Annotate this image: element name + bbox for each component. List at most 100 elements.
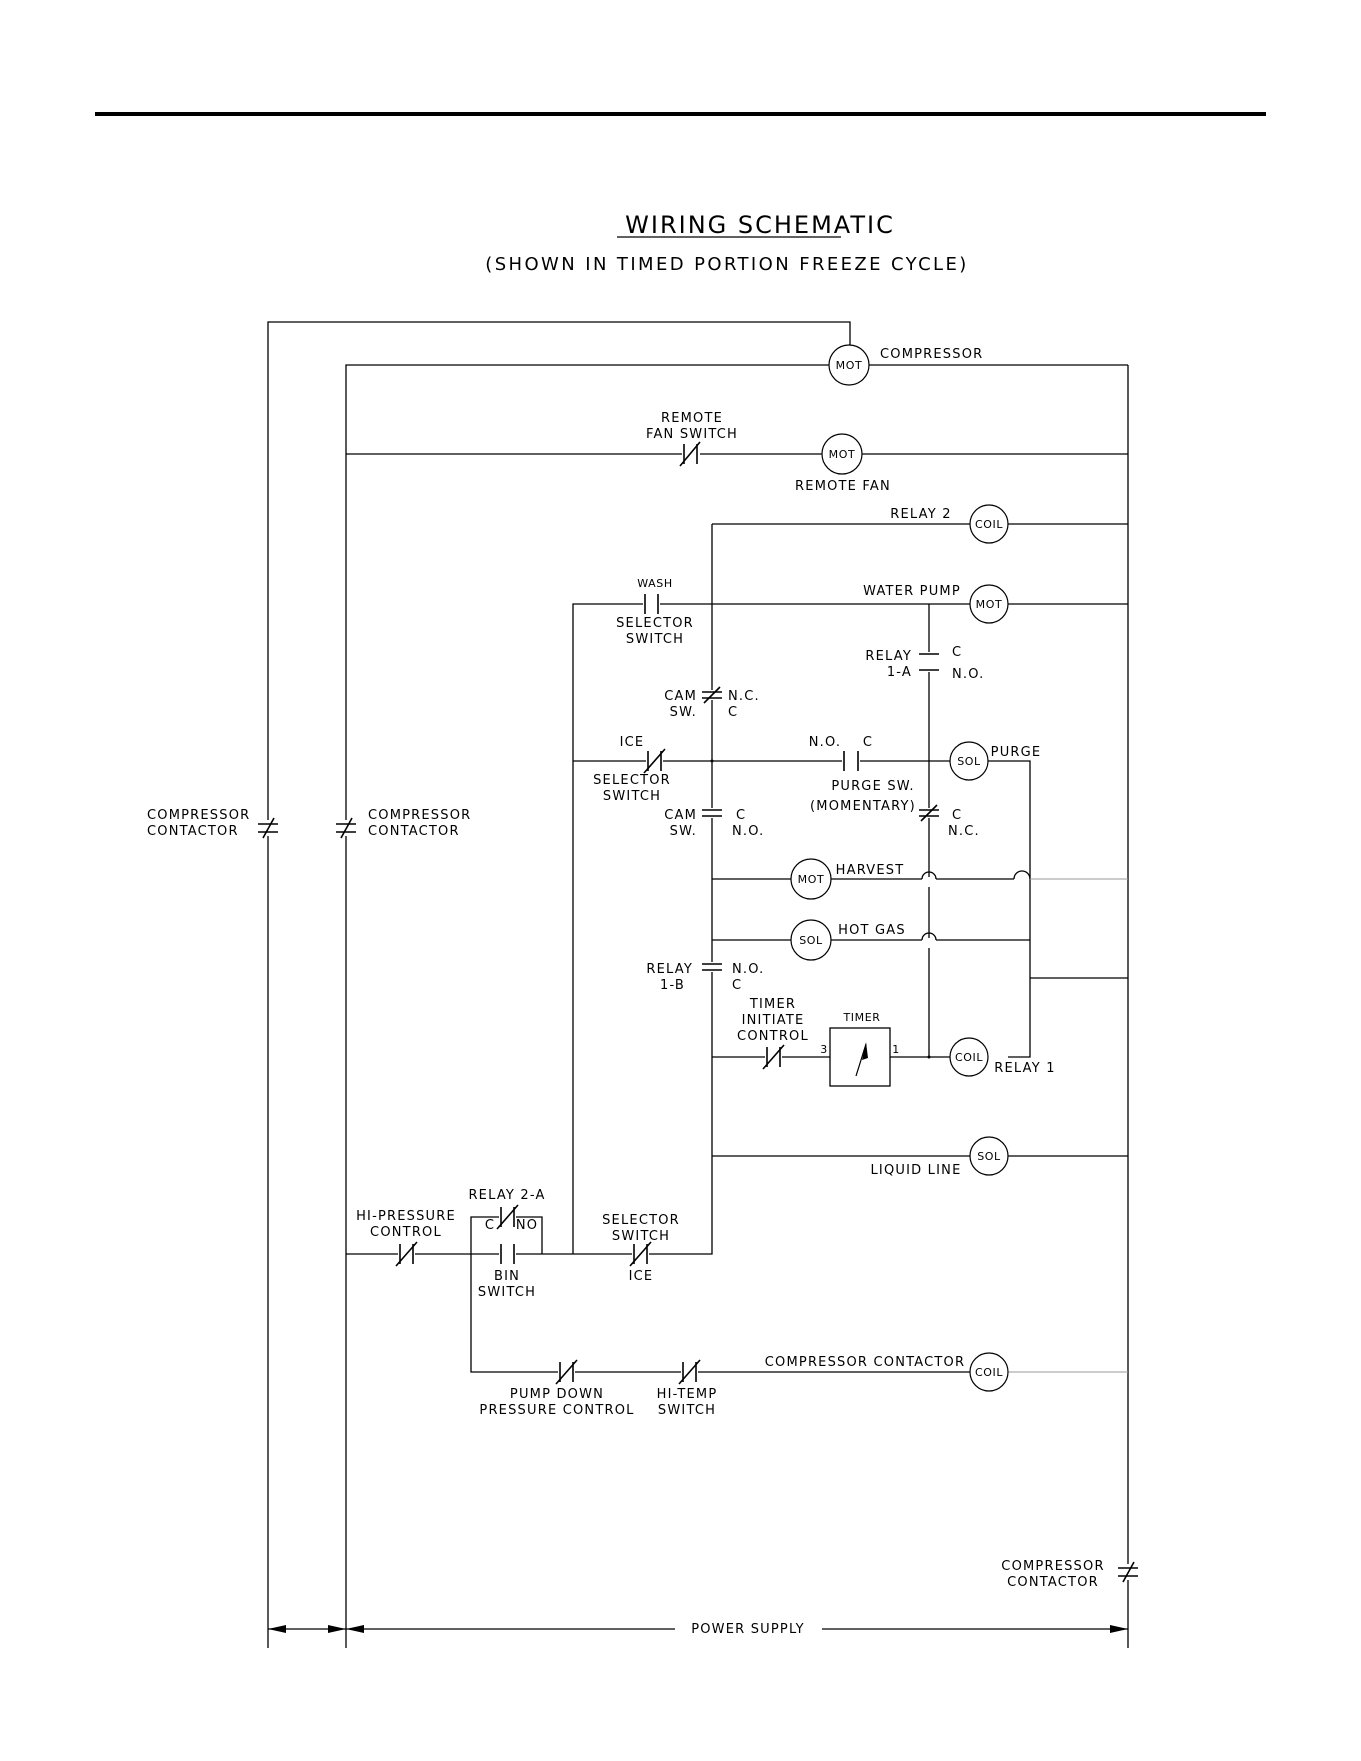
remote-fan-motor: MOT <box>821 433 863 475</box>
purge-label: PURGE <box>991 745 1042 760</box>
compressor-contactor-mid-label-2: CONTACTOR <box>368 824 460 839</box>
timer-initiate-label-3: CONTROL <box>737 1029 809 1044</box>
wash-selector-label-2: SWITCH <box>626 632 684 647</box>
ice-selector-bottom-ice: ICE <box>629 1269 654 1284</box>
compressor-contactor-left-label-1: COMPRESSOR <box>147 808 250 823</box>
relay-1a-name-1: RELAY <box>865 649 912 664</box>
compressor-contactor-mid-label-1: COMPRESSOR <box>368 808 471 823</box>
labels: COMPRESSOR REMOTE FAN RELAY 2 WATER PUMP… <box>147 347 1104 1590</box>
relay1-label: RELAY 1 <box>994 1061 1055 1076</box>
svg-text:COIL: COIL <box>955 1051 983 1064</box>
cam-sw-2-term-2: N.O. <box>732 824 765 839</box>
cam-sw-1-term-1: N.C. <box>728 689 760 704</box>
remote-fan-switch-label-1: REMOTE <box>661 411 723 426</box>
timer-terminal-in: 3 <box>820 1043 828 1056</box>
svg-text:MOT: MOT <box>976 598 1003 611</box>
purge-switch-contact <box>843 751 859 771</box>
compressor-contactor-mid-contact <box>336 817 356 839</box>
hi-pressure-contact <box>395 1241 418 1267</box>
pump-down-label-1: PUMP DOWN <box>510 1387 604 1402</box>
timer-initiate-label-2: INITIATE <box>742 1013 805 1028</box>
ice-selector-bottom-label-2: SWITCH <box>612 1229 670 1244</box>
cam-sw-2-term-1: C <box>736 808 746 823</box>
bin-switch-label-1: BIN <box>494 1269 520 1284</box>
relay-1a-term-1: C <box>952 645 962 660</box>
relay-2a-contact <box>496 1204 519 1230</box>
purge-sw-term-1: N.O. <box>809 735 842 750</box>
relay-1b-name-1: RELAY <box>646 962 693 977</box>
svg-text:SOL: SOL <box>957 755 981 768</box>
cam-switch-2-contact <box>702 809 722 817</box>
remote-fan-switch-label-2: FAN SWITCH <box>646 427 738 442</box>
hi-temp-label-1: HI-TEMP <box>657 1387 718 1402</box>
relay-2a-term-1: C <box>485 1218 495 1233</box>
power-supply-dimension: POWER SUPPLY <box>268 1622 1128 1637</box>
purge-sw-name-2: (MOMENTARY) <box>810 799 916 814</box>
relay2-coil: COIL <box>969 504 1009 544</box>
ice-selector-bottom-contact <box>629 1241 652 1267</box>
svg-text:MOT: MOT <box>798 873 825 886</box>
compressor-contactor-right-label-1: COMPRESSOR <box>1001 1559 1104 1574</box>
relay-1a-nc-contact <box>919 804 939 822</box>
remote-fan-switch-contact <box>679 441 701 467</box>
hot-gas-label: HOT GAS <box>838 923 906 938</box>
relay-1a-name-2: 1-A <box>887 665 912 680</box>
timer-initiate-label-1: TIMER <box>749 997 796 1012</box>
bin-switch-label-2: SWITCH <box>478 1285 536 1300</box>
relay2-label: RELAY 2 <box>890 507 951 522</box>
junctions <box>710 759 931 1059</box>
water-pump-motor: MOT <box>969 584 1009 624</box>
ice-selector-label-1: SELECTOR <box>593 773 671 788</box>
svg-text:MOT: MOT <box>829 448 856 461</box>
liquid-line-solenoid: SOL <box>969 1136 1009 1176</box>
compressor-motor: MOT <box>828 344 870 386</box>
relay-1a-nc-term-2: N.C. <box>948 824 980 839</box>
ice-selector-label-2: SWITCH <box>603 789 661 804</box>
cam-switch-1-contact <box>702 686 722 704</box>
svg-text:MOT: MOT <box>836 359 863 372</box>
compressor-contactor-coil-label: COMPRESSOR CONTACTOR <box>765 1355 965 1370</box>
purge-sw-name-1: PURGE SW. <box>831 779 914 794</box>
relay-1b-term-1: N.O. <box>732 962 765 977</box>
hot-gas-solenoid: SOL <box>790 919 832 961</box>
diagram-subtitle: (SHOWN IN TIMED PORTION FREEZE CYCLE) <box>485 254 968 275</box>
ice-label: ICE <box>620 735 645 750</box>
wash-label: WASH <box>637 577 672 590</box>
compressor-contactor-right-contact <box>1118 1561 1138 1583</box>
cam-sw-1-name-2: SW. <box>670 705 697 720</box>
compressor-contactor-coil: COIL <box>969 1352 1009 1392</box>
compressor-contactor-left-contact <box>258 817 278 839</box>
ice-selector-bottom-label-1: SELECTOR <box>602 1213 680 1228</box>
hi-pressure-label-1: HI-PRESSURE <box>356 1209 456 1224</box>
bin-switch-contact <box>500 1244 515 1264</box>
relay-1a-nc-term-1: C <box>952 808 962 823</box>
relay1-coil: COIL <box>949 1037 989 1077</box>
harvest-motor: MOT <box>790 858 832 900</box>
svg-text:SOL: SOL <box>799 934 823 947</box>
svg-text:COIL: COIL <box>975 518 1003 531</box>
cam-sw-1-term-2: C <box>728 705 738 720</box>
svg-text:SOL: SOL <box>977 1150 1001 1163</box>
compressor-contactor-right-label-2: CONTACTOR <box>1007 1575 1099 1590</box>
relay-1a-term-2: N.O. <box>952 667 985 682</box>
diagram-title: WIRING SCHEMATIC <box>625 211 895 239</box>
remote-fan-label: REMOTE FAN <box>795 479 891 494</box>
svg-text:COIL: COIL <box>975 1366 1003 1379</box>
relay-1b-contact <box>702 963 722 971</box>
compressor-contactor-left-label-2: CONTACTOR <box>147 824 239 839</box>
cam-sw-2-name-2: SW. <box>670 824 697 839</box>
relay-1b-name-2: 1-B <box>660 978 685 993</box>
relay-1a-contact <box>919 653 939 671</box>
purge-solenoid: SOL <box>949 741 989 781</box>
purge-sw-term-2: C <box>863 735 873 750</box>
hi-pressure-label-2: CONTROL <box>370 1225 442 1240</box>
ice-selector-contact <box>643 748 666 774</box>
cam-sw-1-name-1: CAM <box>664 689 697 704</box>
timer: TIMER 3 1 <box>820 1011 899 1087</box>
timer-initiate-contact <box>762 1044 785 1070</box>
water-pump-label: WATER PUMP <box>863 584 961 599</box>
hi-temp-contact <box>678 1359 701 1385</box>
relay-2a-name: RELAY 2-A <box>468 1188 545 1203</box>
relay-2a-term-2: NO <box>516 1218 538 1233</box>
relay-1b-term-2: C <box>732 978 742 993</box>
